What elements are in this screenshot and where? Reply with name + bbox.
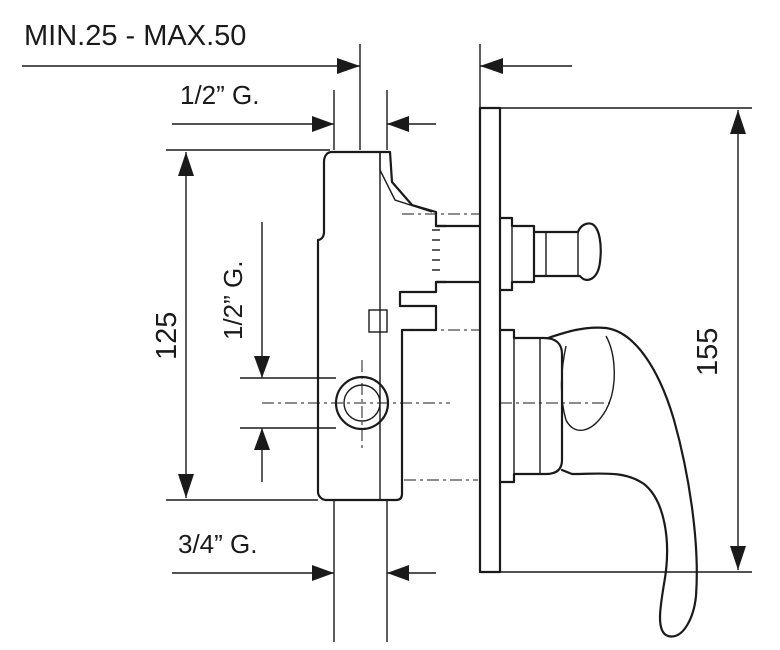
side-thread-dimension: 1/2” G.	[218, 222, 336, 482]
diverter-knob[interactable]	[498, 216, 602, 292]
wall-depth-label: MIN.25 - MAX.50	[24, 20, 246, 52]
valve-body	[262, 150, 480, 502]
side-thread-label: 1/2” G.	[218, 261, 248, 340]
bottom-thread-label: 3/4” G.	[178, 529, 257, 559]
mixer-lever-handle[interactable]	[498, 326, 698, 638]
plate-height-label: 155	[692, 328, 724, 376]
body-height-label: 125	[151, 312, 183, 360]
top-thread-label: 1/2” G.	[180, 80, 259, 110]
wall-plate	[478, 106, 502, 574]
top-thread-dimension: 1/2” G.	[172, 80, 436, 150]
diverter-stem	[434, 224, 482, 284]
wall-depth-dimension: MIN.25 - MAX.50	[22, 20, 572, 150]
plate-height-dimension: 155	[500, 107, 752, 573]
bottom-thread-dimension: 3/4” G.	[172, 500, 436, 642]
body-height-dimension: 125	[151, 149, 330, 501]
